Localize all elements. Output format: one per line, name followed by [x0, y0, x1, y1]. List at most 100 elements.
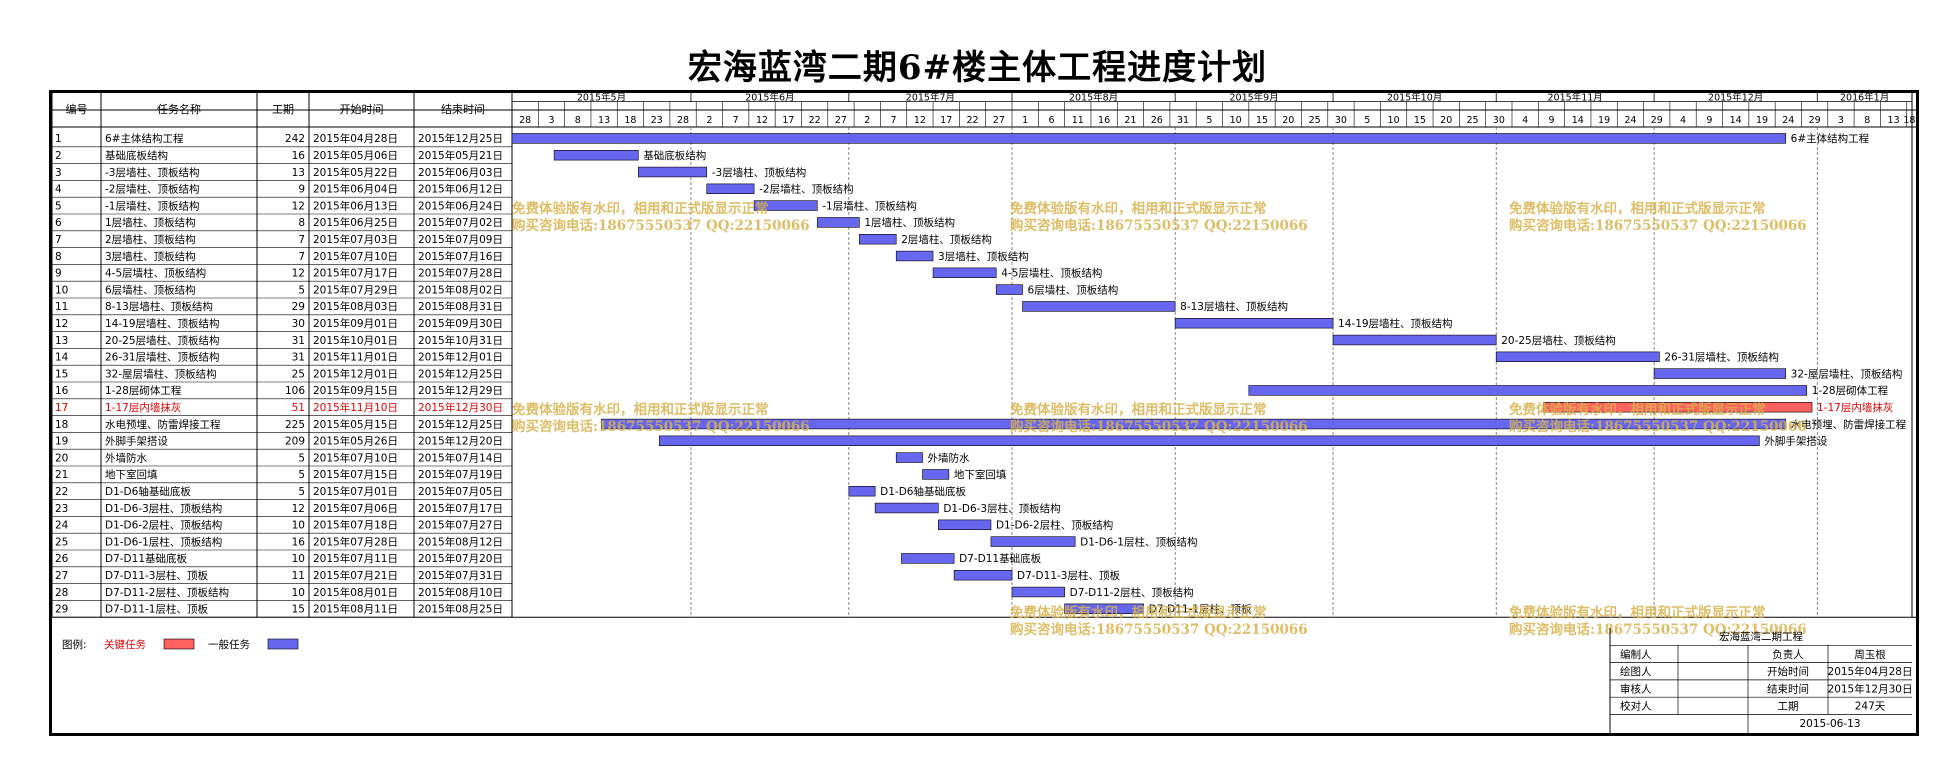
gantt-bar [1011, 586, 1065, 598]
gantt-bar [659, 435, 1760, 446]
info-date: 2015-06-13 [1799, 718, 1860, 730]
task-end-cell: 2015年12月29日 [418, 384, 503, 397]
task-duration-cell: 25 [292, 368, 305, 380]
task-end-cell: 2015年07月02日 [418, 216, 503, 229]
day-tick-label: 17 [940, 115, 952, 126]
task-end-cell: 2015年09月30日 [418, 317, 503, 330]
legend-general-label: 一般任务 [208, 638, 250, 651]
day-tick-label: 15 [1414, 115, 1426, 126]
task-name-cell: D7-D11-1层柱、顶板 [105, 603, 208, 616]
gantt-bar-label: D1-D6-2层柱、顶板结构 [996, 519, 1113, 532]
column-header-id: 编号 [66, 102, 88, 116]
task-id-cell: 26 [55, 553, 69, 565]
day-tick-label: 1 [1022, 115, 1028, 126]
task-id-cell: 17 [55, 402, 68, 414]
day-tick-label: 17 [782, 115, 794, 126]
gantt-bar [895, 250, 934, 262]
task-name-cell: 水电预埋、防雷焊接工程 [105, 418, 221, 431]
watermark-text: 购买咨询电话:18675550537 QQ:22150066 [1010, 418, 1308, 435]
task-start-cell: 2015年05月22日 [313, 166, 398, 179]
month-label: 2015年5月 [577, 92, 626, 104]
day-tick-label: 12 [756, 115, 768, 126]
task-name-cell: 2层墙柱、顶板结构 [105, 233, 196, 246]
page-title: 宏海蓝湾二期6#楼主体工程进度计划 [687, 48, 1268, 88]
gantt-bar-label: 外墙防水 [928, 451, 970, 464]
task-name-cell: D1-D6-3层柱、顶板结构 [105, 502, 222, 515]
task-start-cell: 2015年07月03日 [313, 233, 398, 246]
task-start-cell: 2015年07月18日 [313, 519, 398, 532]
info-key: 审核人 [1620, 682, 1652, 695]
day-tick-label: 15 [1256, 115, 1268, 126]
task-duration-cell: 5 [298, 284, 305, 296]
gantt-bar-label: 6#主体结构工程 [1791, 132, 1870, 145]
task-duration-cell: 209 [285, 436, 305, 448]
task-duration-cell: 11 [292, 570, 305, 582]
gantt-bar [848, 485, 876, 497]
gantt-bar [1332, 334, 1497, 346]
info-key: 开始时间 [1767, 665, 1809, 678]
task-start-cell: 2015年07月01日 [313, 485, 398, 498]
task-id-cell: 14 [55, 352, 69, 364]
task-end-cell: 2015年12月25日 [418, 367, 503, 380]
gantt-bar-label: 14-19层墙柱、顶板结构 [1338, 317, 1453, 330]
task-end-cell: 2015年07月28日 [418, 267, 503, 280]
task-end-cell: 2015年06月03日 [418, 166, 503, 179]
task-name-cell: 1层墙柱、顶板结构 [105, 216, 196, 229]
task-id-cell: 7 [55, 234, 62, 246]
task-duration-cell: 31 [292, 352, 305, 364]
day-tick-label: 22 [809, 115, 821, 126]
gantt-bar [1248, 385, 1808, 396]
day-tick-label: 3 [548, 115, 554, 126]
task-name-cell: 外墙防水 [105, 451, 147, 464]
task-duration-cell: 8 [298, 217, 305, 229]
day-tick-label: 2 [706, 115, 712, 126]
gantt-bar-label: -2层墙柱、顶板结构 [759, 183, 853, 196]
task-name-cell: 1-28层砌体工程 [105, 385, 182, 397]
info-value: 2015年12月30日 [1828, 682, 1913, 695]
info-key: 编制人 [1620, 648, 1652, 661]
day-tick-label: 8 [575, 115, 581, 126]
gantt-bar [511, 133, 1786, 144]
task-end-cell: 2015年08月02日 [418, 283, 503, 296]
gantt-bar [990, 536, 1076, 547]
day-tick-label: 24 [1782, 115, 1794, 126]
task-id-cell: 12 [55, 318, 68, 330]
task-name-cell: -2层墙柱、顶板结构 [105, 183, 199, 196]
gantt-bar [932, 267, 997, 278]
task-start-cell: 2015年05月26日 [313, 435, 398, 448]
gantt-bar [638, 166, 708, 178]
task-name-cell: D1-D6-2层柱、顶板结构 [105, 519, 222, 532]
day-tick-label: 24 [1624, 115, 1636, 126]
gantt-bar-label: 基础底板结构 [643, 149, 706, 162]
task-name-cell: D7-D11-3层柱、顶板 [105, 569, 208, 582]
legend-critical-label: 关键任务 [104, 638, 146, 651]
legend-critical-swatch [163, 638, 195, 650]
day-tick-label: 5 [1364, 115, 1370, 126]
task-duration-cell: 7 [298, 251, 305, 263]
task-end-cell: 2015年07月17日 [418, 502, 503, 515]
gantt-bar [859, 234, 897, 245]
gantt-bar [553, 150, 639, 161]
gantt-bar-label: D1-D6轴基础底板 [880, 485, 966, 498]
watermark-text: 购买咨询电话:18675550537 QQ:22150066 [1010, 217, 1308, 234]
task-start-cell: 2015年11月10日 [313, 401, 398, 414]
day-tick-label: 20 [1440, 115, 1452, 126]
gantt-bar-label: D1-D6-3层柱、顶板结构 [943, 502, 1060, 515]
task-start-cell: 2015年07月17日 [313, 267, 398, 280]
column-header-end: 结束时间 [441, 103, 485, 116]
task-name-cell: 外脚手架搭设 [105, 435, 168, 448]
task-end-cell: 2015年07月27日 [418, 519, 503, 532]
day-tick-label: 13 [598, 115, 610, 126]
task-id-cell: 3 [55, 167, 62, 179]
task-duration-cell: 15 [292, 604, 305, 616]
info-value: 247天 [1855, 701, 1886, 713]
watermark-text: 免费体验版有水印，相用和正式版显示正常 [1509, 200, 1766, 217]
task-end-cell: 2015年12月25日 [418, 418, 503, 431]
gantt-bar [1653, 368, 1786, 379]
watermark-text: 免费体验版有水印，相用和正式版显示正常 [512, 200, 769, 217]
task-duration-cell: 5 [298, 486, 305, 498]
task-start-cell: 2015年07月28日 [313, 535, 398, 548]
task-name-cell: 26-31层墙柱、顶板结构 [105, 351, 220, 364]
task-end-cell: 2015年10月31日 [418, 334, 503, 347]
task-duration-cell: 225 [285, 419, 305, 431]
